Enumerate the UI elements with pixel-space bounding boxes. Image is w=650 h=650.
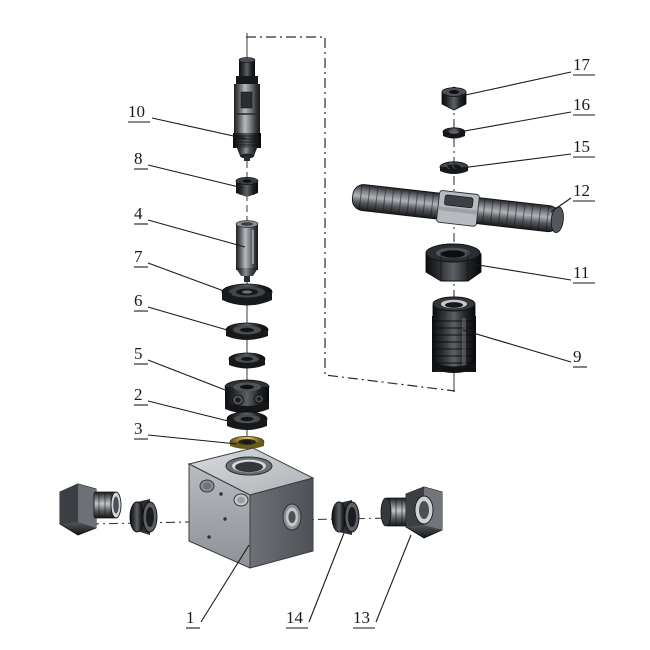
callout-number-2: 2 xyxy=(134,385,143,404)
callout-leader-6 xyxy=(147,306,235,333)
part-2-seal-ring-lower xyxy=(226,411,268,430)
callout-number-11: 11 xyxy=(573,263,590,282)
part-10-valve-cartridge xyxy=(233,57,261,161)
callout-number-7: 7 xyxy=(134,247,143,266)
part-6b-small-ring xyxy=(228,352,266,369)
part-8-lock-nut-upper xyxy=(235,177,259,197)
callout-leader-2 xyxy=(147,400,233,423)
part-14-port-seal-ring-left xyxy=(129,499,158,535)
callout-number-1: 1 xyxy=(186,608,195,627)
part-15-flat-washer xyxy=(439,161,469,174)
callout-leader-7 xyxy=(147,262,233,295)
callout-leader-9 xyxy=(462,329,572,363)
callout-number-6: 6 xyxy=(134,291,143,310)
part-1-manifold-block xyxy=(187,447,315,569)
part-13-hex-plug-right xyxy=(380,486,443,539)
callout-number-10: 10 xyxy=(128,102,145,121)
callout-number-4: 4 xyxy=(134,204,143,223)
callout-leader-3 xyxy=(147,434,238,445)
part-4-plunger-sleeve xyxy=(235,220,259,282)
part-16-washer-split xyxy=(442,127,466,139)
callout-leader-10 xyxy=(151,117,248,140)
callout-leader-1 xyxy=(200,544,250,623)
callout-leader-4 xyxy=(147,219,246,248)
callout-leader-8 xyxy=(147,164,244,189)
callout-number-5: 5 xyxy=(134,344,143,363)
callout-leader-13 xyxy=(375,534,412,623)
part-12-threaded-rod xyxy=(351,184,564,233)
callout-leader-16 xyxy=(458,111,572,133)
callout-number-3: 3 xyxy=(134,419,143,438)
callout-number-14: 14 xyxy=(286,608,303,627)
callout-leader-lines xyxy=(128,71,595,629)
callout-number-16: 16 xyxy=(573,95,590,114)
callout-leader-12 xyxy=(550,197,572,213)
part-17-hex-nut-top xyxy=(441,86,467,111)
callout-leader-14 xyxy=(308,532,345,623)
assembly-path-dashdot xyxy=(246,36,456,392)
callout-leader-11 xyxy=(465,262,572,281)
part-9-threaded-coupler xyxy=(432,296,476,373)
part-7-seal-bearing-large xyxy=(221,283,273,306)
callout-number-12: 12 xyxy=(573,181,590,200)
callout-leader-5 xyxy=(147,359,234,394)
callout-leader-17 xyxy=(460,71,572,97)
callout-number-9: 9 xyxy=(573,347,582,366)
part-11-hex-nut-large xyxy=(425,243,482,282)
part-13-hex-plug-left xyxy=(59,483,122,536)
part-6-seal-ring xyxy=(225,322,269,340)
callout-number-8: 8 xyxy=(134,149,143,168)
callout-number-17: 17 xyxy=(573,55,590,74)
callout-leader-15 xyxy=(460,153,572,169)
callout-number-15: 15 xyxy=(573,137,590,156)
callout-number-13: 13 xyxy=(353,608,370,627)
part-5-ported-spool-housing xyxy=(224,379,270,414)
part-14-port-seal-ring xyxy=(331,500,360,535)
part-3-brass-washer xyxy=(229,435,265,449)
